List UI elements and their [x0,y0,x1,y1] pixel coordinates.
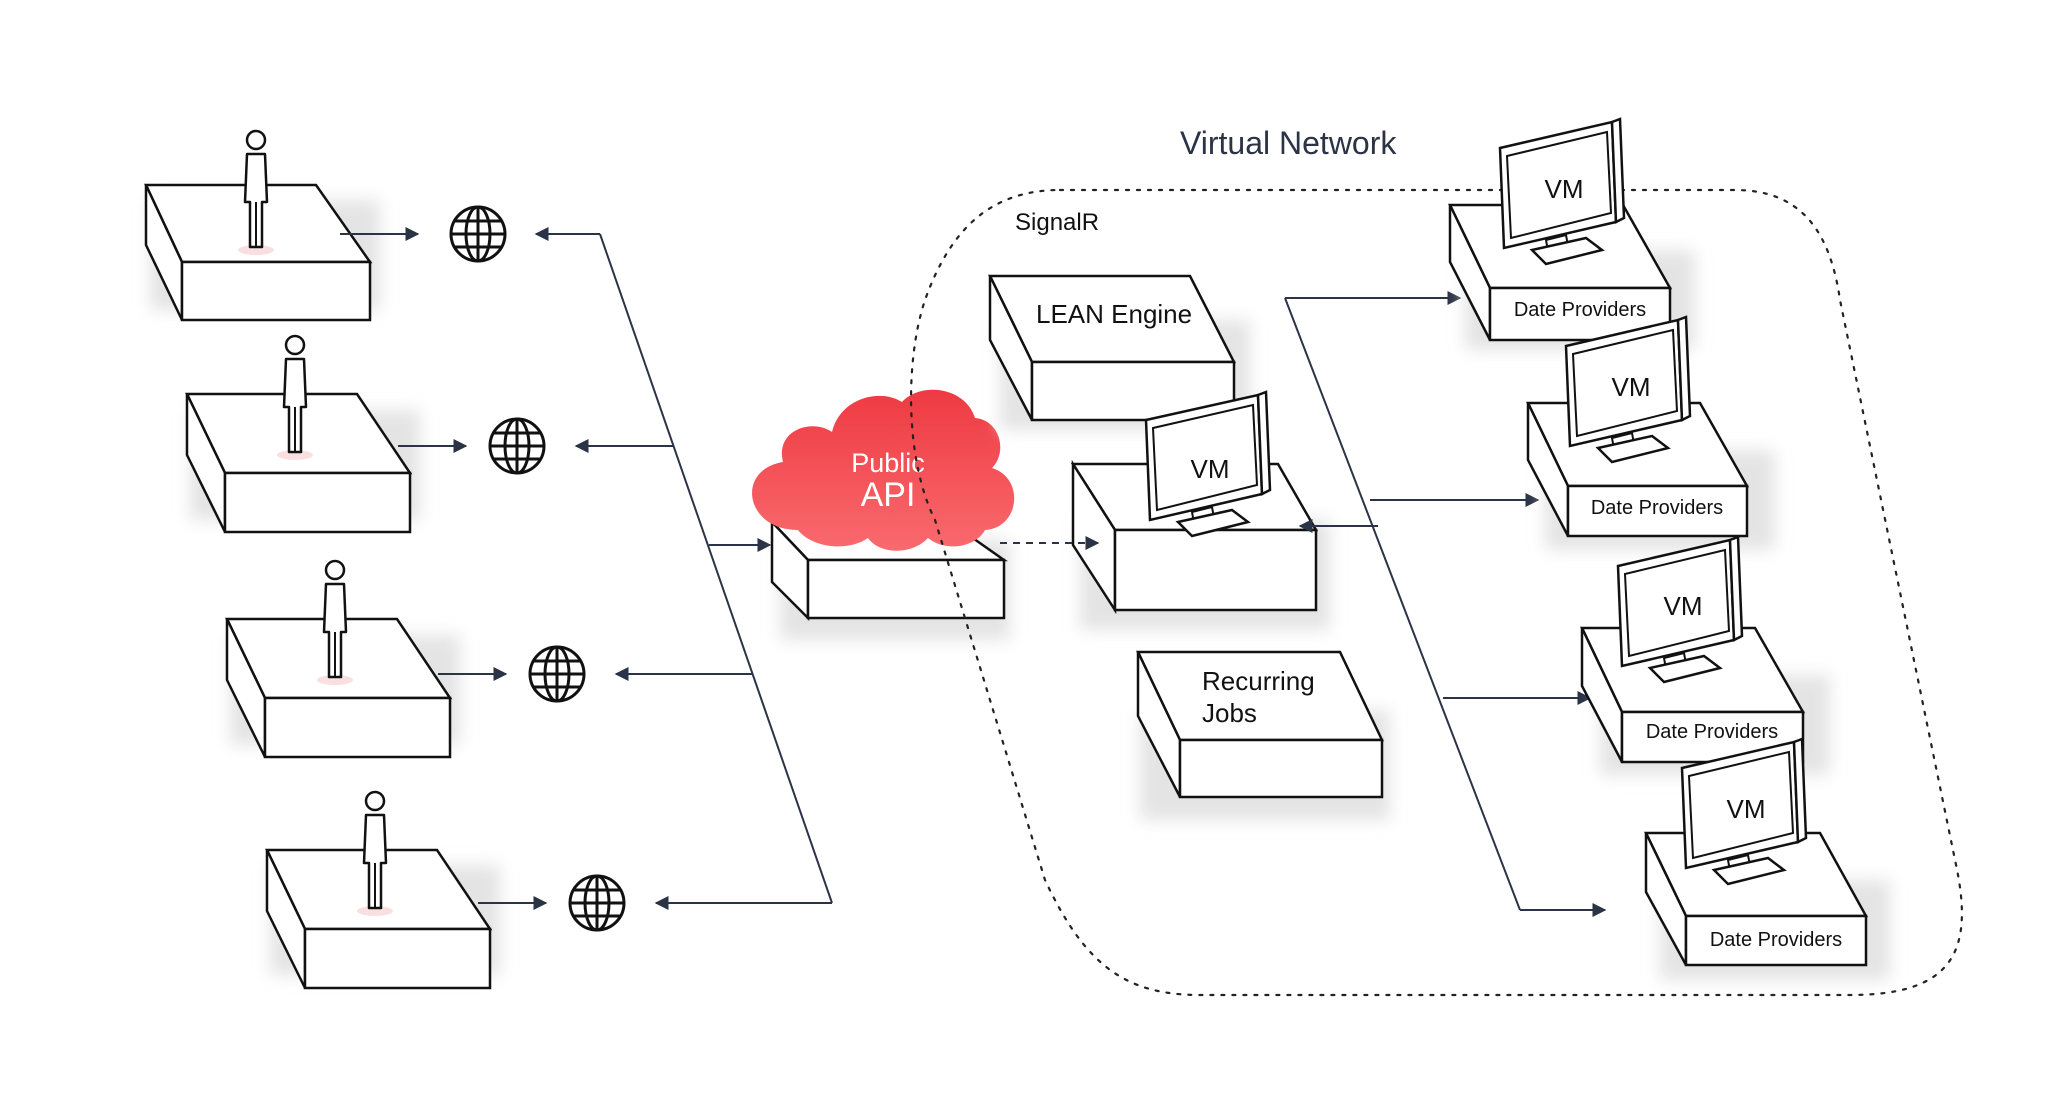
monitor-icon [1564,315,1692,464]
globe-icon [488,417,546,475]
recurring-jobs-box: Recurring Jobs [1136,650,1390,820]
signalr-label: SignalR [1015,209,1099,236]
provider-label: Date Providers [1514,299,1646,321]
provider-node-1: Date Providers VM [1448,117,1695,350]
lean-engine-box: LEAN Engine [987,274,1250,430]
provider-vm-label: VM [1612,372,1651,402]
client-connectors [340,227,833,910]
user-platform-4 [265,790,500,990]
monitor-icon [1498,117,1626,266]
globe-icon [528,645,586,703]
provider-node-2: Date Providers VM [1526,315,1775,550]
globe-icon [449,205,507,263]
provider-node-4: Date Providers VM [1644,737,1890,980]
provider-vm-label: VM [1545,174,1584,204]
provider-node-3: Date Providers VM [1580,535,1830,775]
central-vm-label: VM [1191,454,1230,484]
cloud-label-api: API [861,476,916,514]
public-api-platform [769,518,1010,640]
virtual-network-boundary [909,188,1963,997]
recurring-jobs-label-1: Recurring [1202,666,1315,696]
virtual-network-title: Virtual Network [1180,125,1397,161]
monitor-icon [1680,737,1808,886]
user-platform-2 [185,334,420,534]
globe-icon [568,874,626,932]
lean-engine-label: LEAN Engine [1036,299,1192,329]
provider-label: Date Providers [1591,497,1723,519]
monitor-icon [1144,390,1272,538]
user-platform-3 [225,559,460,759]
public-api-cloud: Public API [752,389,1015,551]
cloud-label-public: Public [851,448,925,478]
recurring-jobs-label-2: Jobs [1202,698,1257,728]
user-platform-1 [144,129,380,322]
monitor-icon [1616,535,1744,684]
provider-vm-label: VM [1727,794,1766,824]
provider-label: Date Providers [1646,721,1778,743]
central-vm-box: VM [1070,390,1330,630]
provider-vm-label: VM [1664,591,1703,621]
provider-label: Date Providers [1710,929,1842,951]
provider-connectors [1284,291,1607,917]
